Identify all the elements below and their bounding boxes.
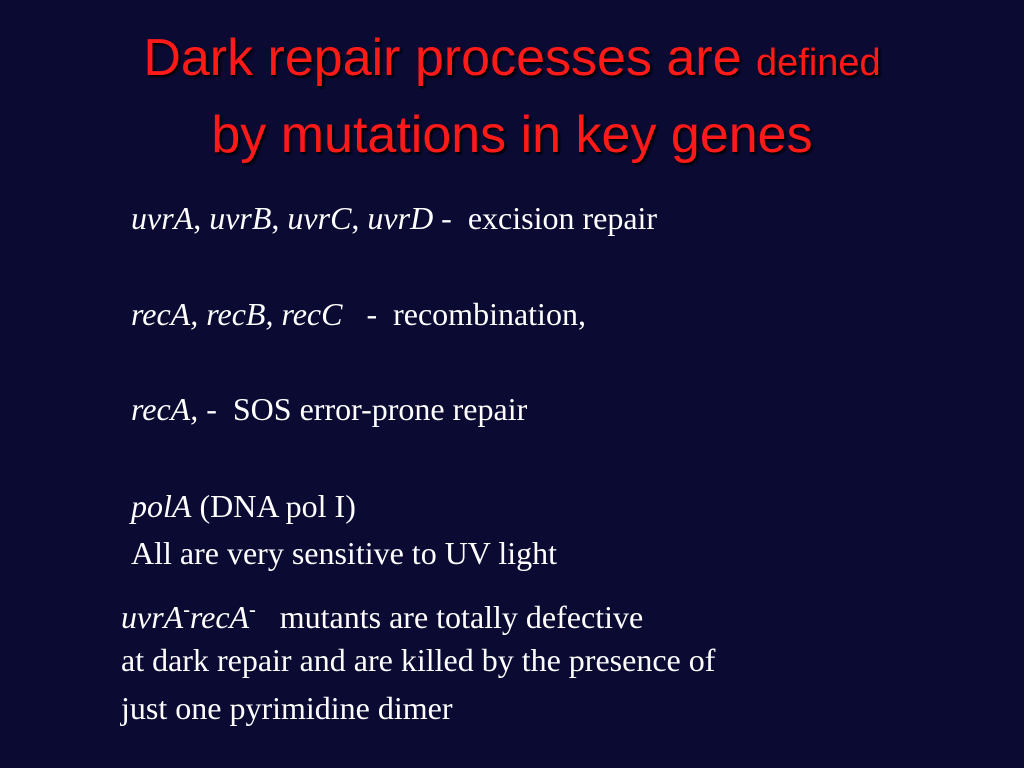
- sos-description: - SOS error-prone repair: [198, 391, 528, 427]
- rec-genes-line: recA, recB, recC - recombination,: [131, 296, 586, 332]
- sos-line: recA, - SOS error-prone repair: [131, 391, 527, 427]
- double-mutant-gene-reca: recA: [189, 599, 250, 635]
- double-mutant-line-3: just one pyrimidine dimer: [121, 690, 453, 726]
- sos-gene: recA,: [131, 391, 199, 427]
- gene-uvrc: uvrC: [287, 200, 352, 236]
- double-mutant-line-1: uvrA-recA- mutants are totally defective: [121, 592, 643, 635]
- pola-description: (DNA pol I): [191, 488, 356, 524]
- separator: ,: [271, 200, 288, 236]
- gene-uvra: uvrA: [131, 200, 194, 236]
- separator: ,: [351, 200, 368, 236]
- pola-line: polA (DNA pol I): [131, 488, 356, 524]
- separator: ,: [193, 200, 210, 236]
- double-mutant-text: mutants are totally defective: [255, 599, 644, 635]
- rec-description: - recombination,: [342, 296, 586, 332]
- title-small-text: defined: [756, 42, 881, 84]
- uv-sensitivity-line: All are very sensitive to UV light: [131, 535, 557, 571]
- title-main-text: Dark repair processes are: [143, 29, 756, 87]
- gene-uvrd: uvrD: [367, 200, 434, 236]
- slide-title: Dark repair processes are defined by mut…: [0, 26, 1024, 167]
- title-line-2: by mutations in key genes: [211, 106, 813, 164]
- double-mutant-gene-uvra: uvrA: [121, 599, 184, 635]
- uvr-description: - excision repair: [433, 200, 658, 236]
- superscript-minus: -: [183, 599, 190, 621]
- double-mutant-line-2: at dark repair and are killed by the pre…: [121, 642, 716, 678]
- rec-genes: recA, recB, recC: [131, 296, 343, 332]
- superscript-minus: -: [249, 599, 256, 621]
- pola-gene: polA: [131, 488, 192, 524]
- title-line-1: Dark repair processes are defined: [0, 26, 1024, 103]
- uvr-genes-line: uvrA, uvrB, uvrC, uvrD - excision repair: [131, 200, 657, 236]
- gene-uvrb: uvrB: [209, 200, 272, 236]
